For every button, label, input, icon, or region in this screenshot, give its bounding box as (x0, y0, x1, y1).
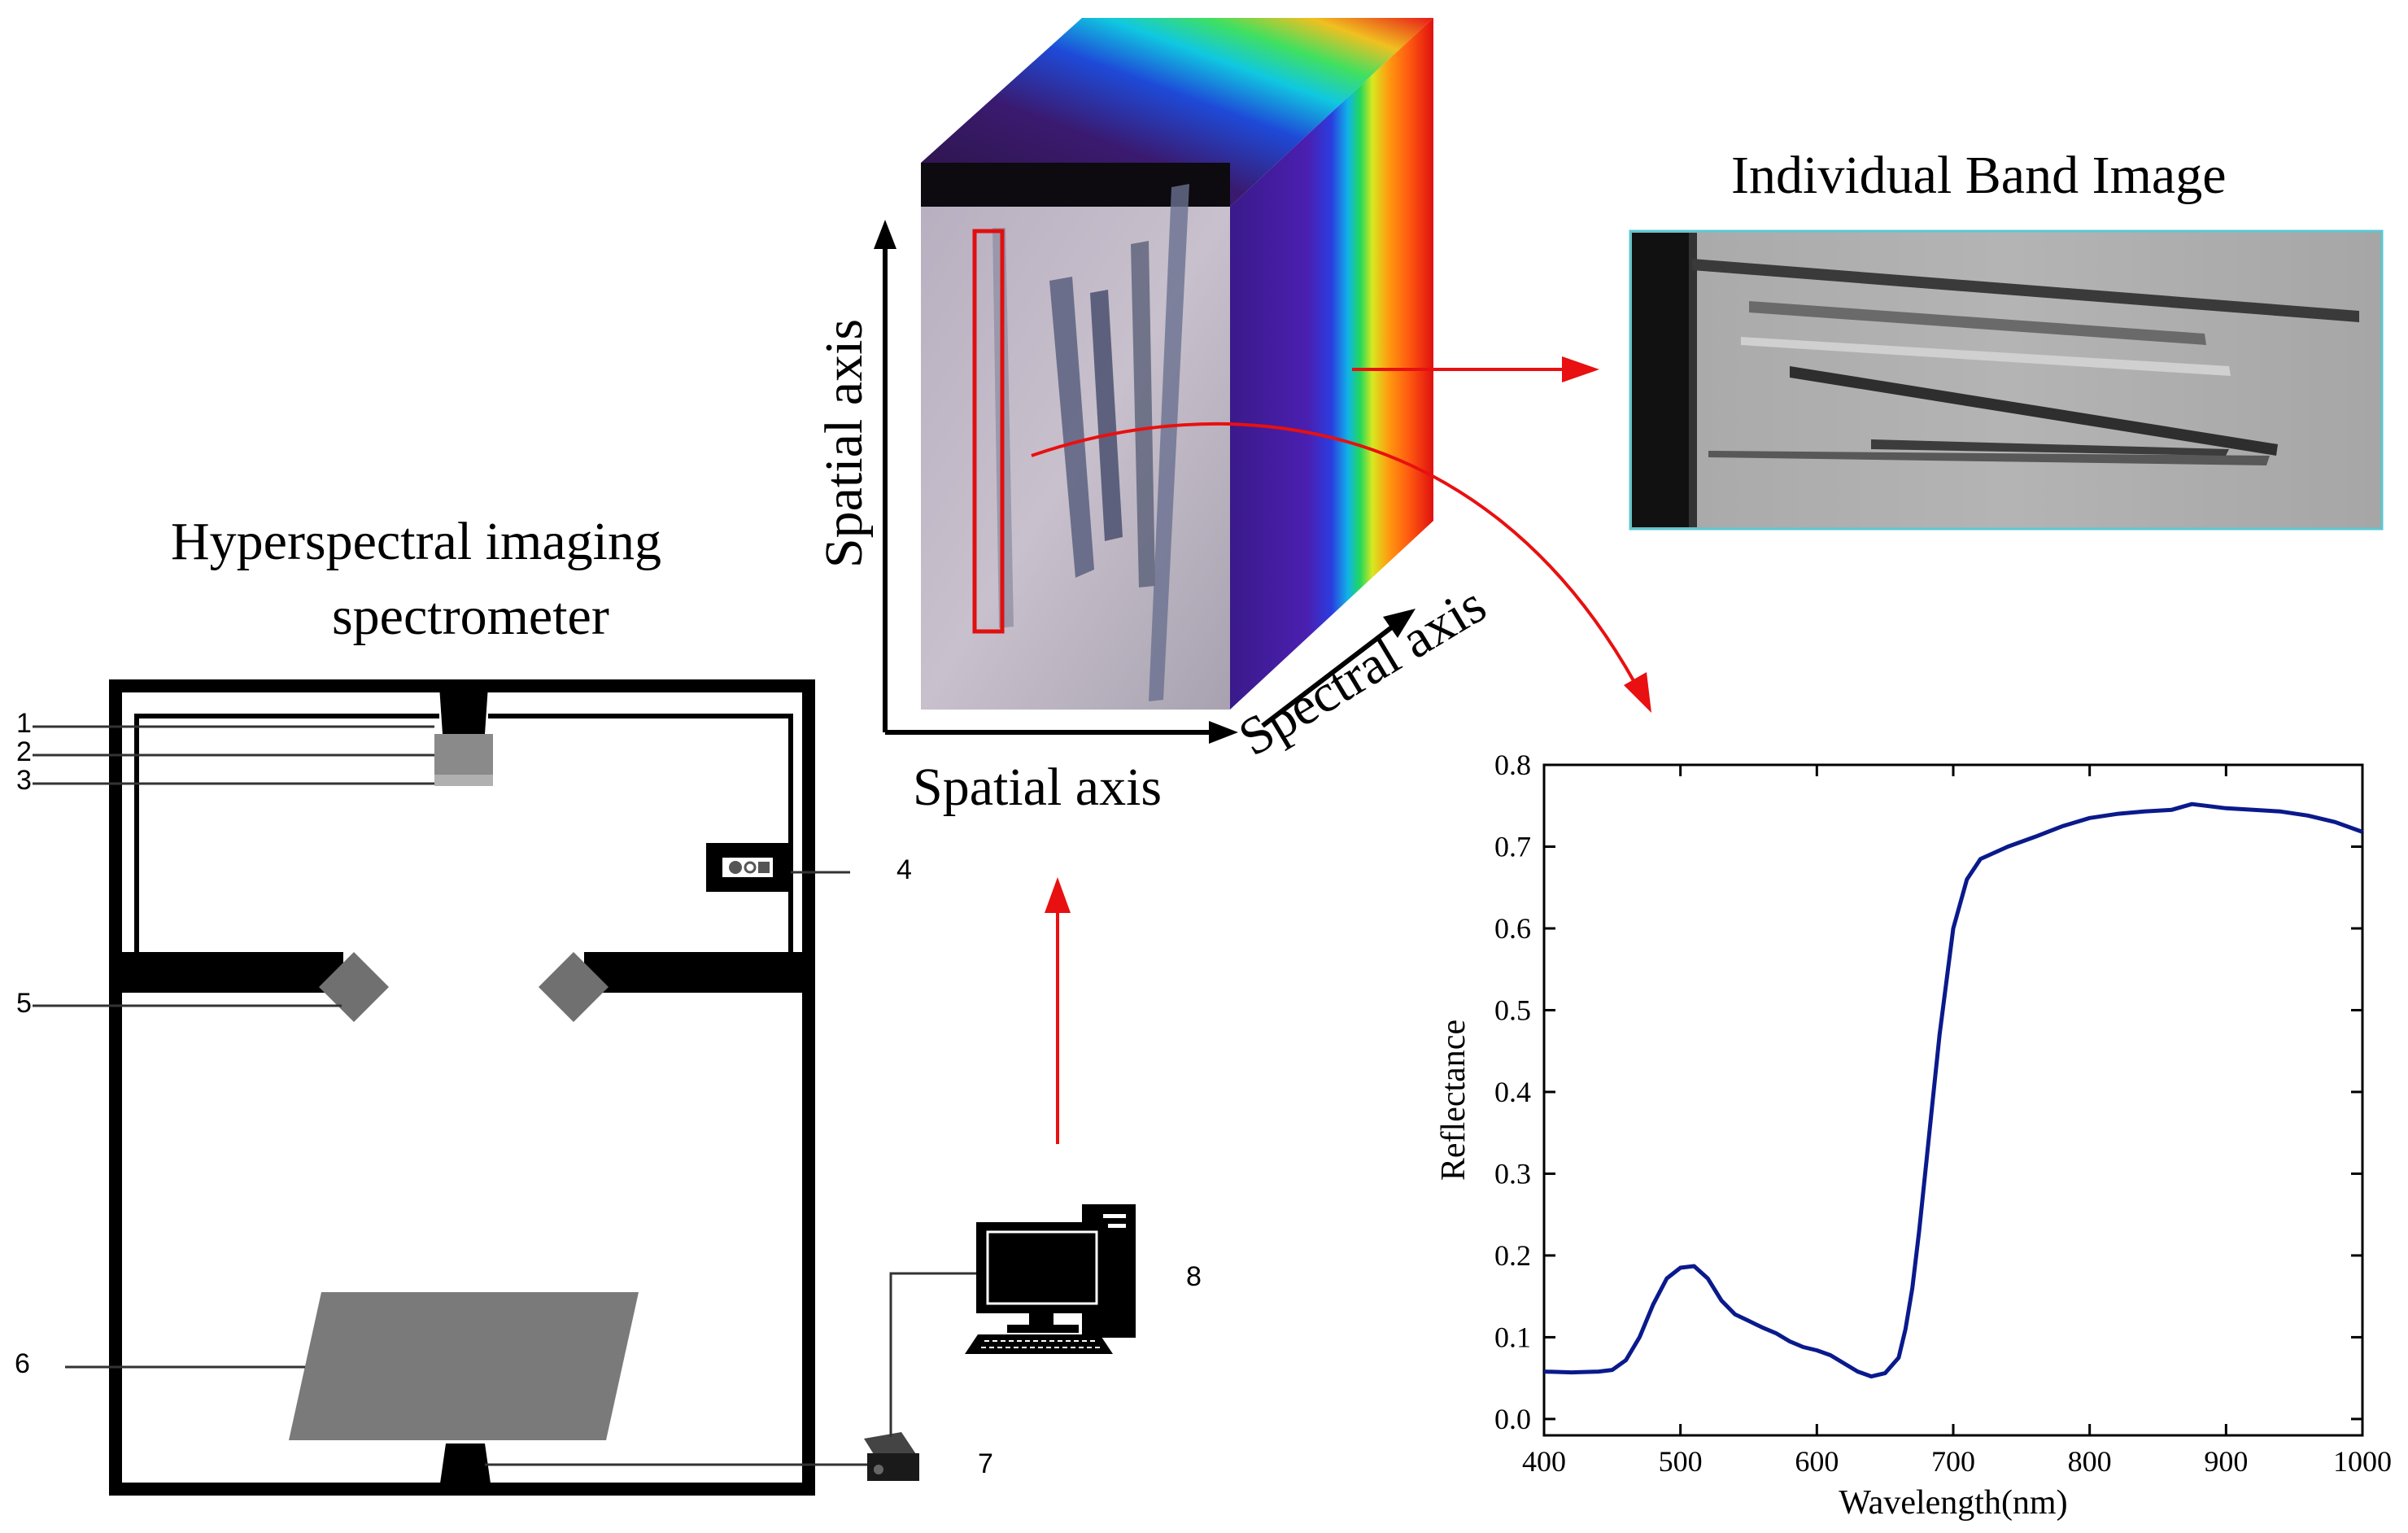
label-8: 8 (1186, 1261, 1202, 1292)
x-axis-label: Wavelength(nm) (1839, 1484, 2067, 1522)
sample-stage (289, 1292, 639, 1440)
lamp-right (539, 952, 609, 1022)
top-slot (439, 686, 488, 734)
y-axis-label: Reflectance (1435, 1020, 1472, 1181)
chart-series (1543, 801, 2363, 1379)
arrow-to-band-image-head (1562, 356, 1599, 382)
computer (965, 1204, 1136, 1354)
camera-base (434, 775, 493, 786)
label-2: 2 (16, 736, 32, 767)
plot-frame (1542, 763, 2364, 1437)
spectrometer-title-line2: spectrometer (332, 587, 609, 646)
cube-top-face (921, 18, 1433, 207)
y-tick-label: 0.7 (1494, 830, 1531, 863)
label-5: 5 (16, 988, 32, 1019)
camera-lens (434, 734, 493, 775)
y-tick-label: 0.8 (1494, 749, 1531, 781)
y-tick-label: 0.4 (1494, 1076, 1531, 1108)
chart-axes (1542, 763, 2364, 1437)
spectral-axis-arrowhead (1383, 609, 1416, 638)
band-image-title: Individual Band Image (1731, 146, 2227, 205)
x-tick-label: 900 (2204, 1445, 2248, 1478)
horizontal-axis-arrowhead (1209, 721, 1238, 744)
label-6: 6 (15, 1348, 30, 1379)
x-tick-label: 700 (1931, 1445, 1975, 1478)
stepper-motor (864, 1432, 919, 1481)
reflectance-series-line (1543, 801, 2363, 1379)
y-tick-label: 0.3 (1494, 1157, 1531, 1190)
y-tick-label: 0.5 (1494, 994, 1531, 1026)
lamp-bar-right (584, 952, 809, 993)
bottom-slot (439, 1443, 491, 1489)
vertical-axis-arrowhead (874, 220, 896, 249)
label-1: 1 (16, 708, 32, 739)
y-tick-label: 0.2 (1494, 1239, 1531, 1272)
spatial-axis-horizontal-label: Spatial axis (913, 758, 1163, 817)
cube-side-face (1230, 18, 1433, 710)
chart-labels: 400 500 600 700 800 900 1000 0.0 0.1 0.2 0.3 0.4 0.5… (1435, 749, 2392, 1522)
x-tick-label: 500 (1659, 1445, 1703, 1478)
x-tick-label: 800 (2068, 1445, 2112, 1478)
y-tick-label: 0.6 (1494, 912, 1531, 945)
x-tick-label: 400 (1522, 1445, 1566, 1478)
arrow-up-head (1045, 877, 1071, 913)
y-tick-label: 0.1 (1494, 1321, 1531, 1353)
inner-frame-left (134, 714, 439, 952)
selected-pixel-region (972, 229, 1005, 634)
lamp-bar-left (116, 952, 343, 993)
label-4: 4 (896, 854, 912, 885)
spectrometer-title-line1: Hyperspectral imaging (171, 512, 661, 571)
y-tick-label: 0.0 (1494, 1403, 1531, 1435)
x-tick-label: 600 (1795, 1445, 1839, 1478)
label-3: 3 (16, 765, 32, 796)
x-tick-label: 1000 (2333, 1445, 2392, 1478)
label-7: 7 (978, 1448, 993, 1479)
arrow-to-spectrum-head (1624, 672, 1651, 713)
